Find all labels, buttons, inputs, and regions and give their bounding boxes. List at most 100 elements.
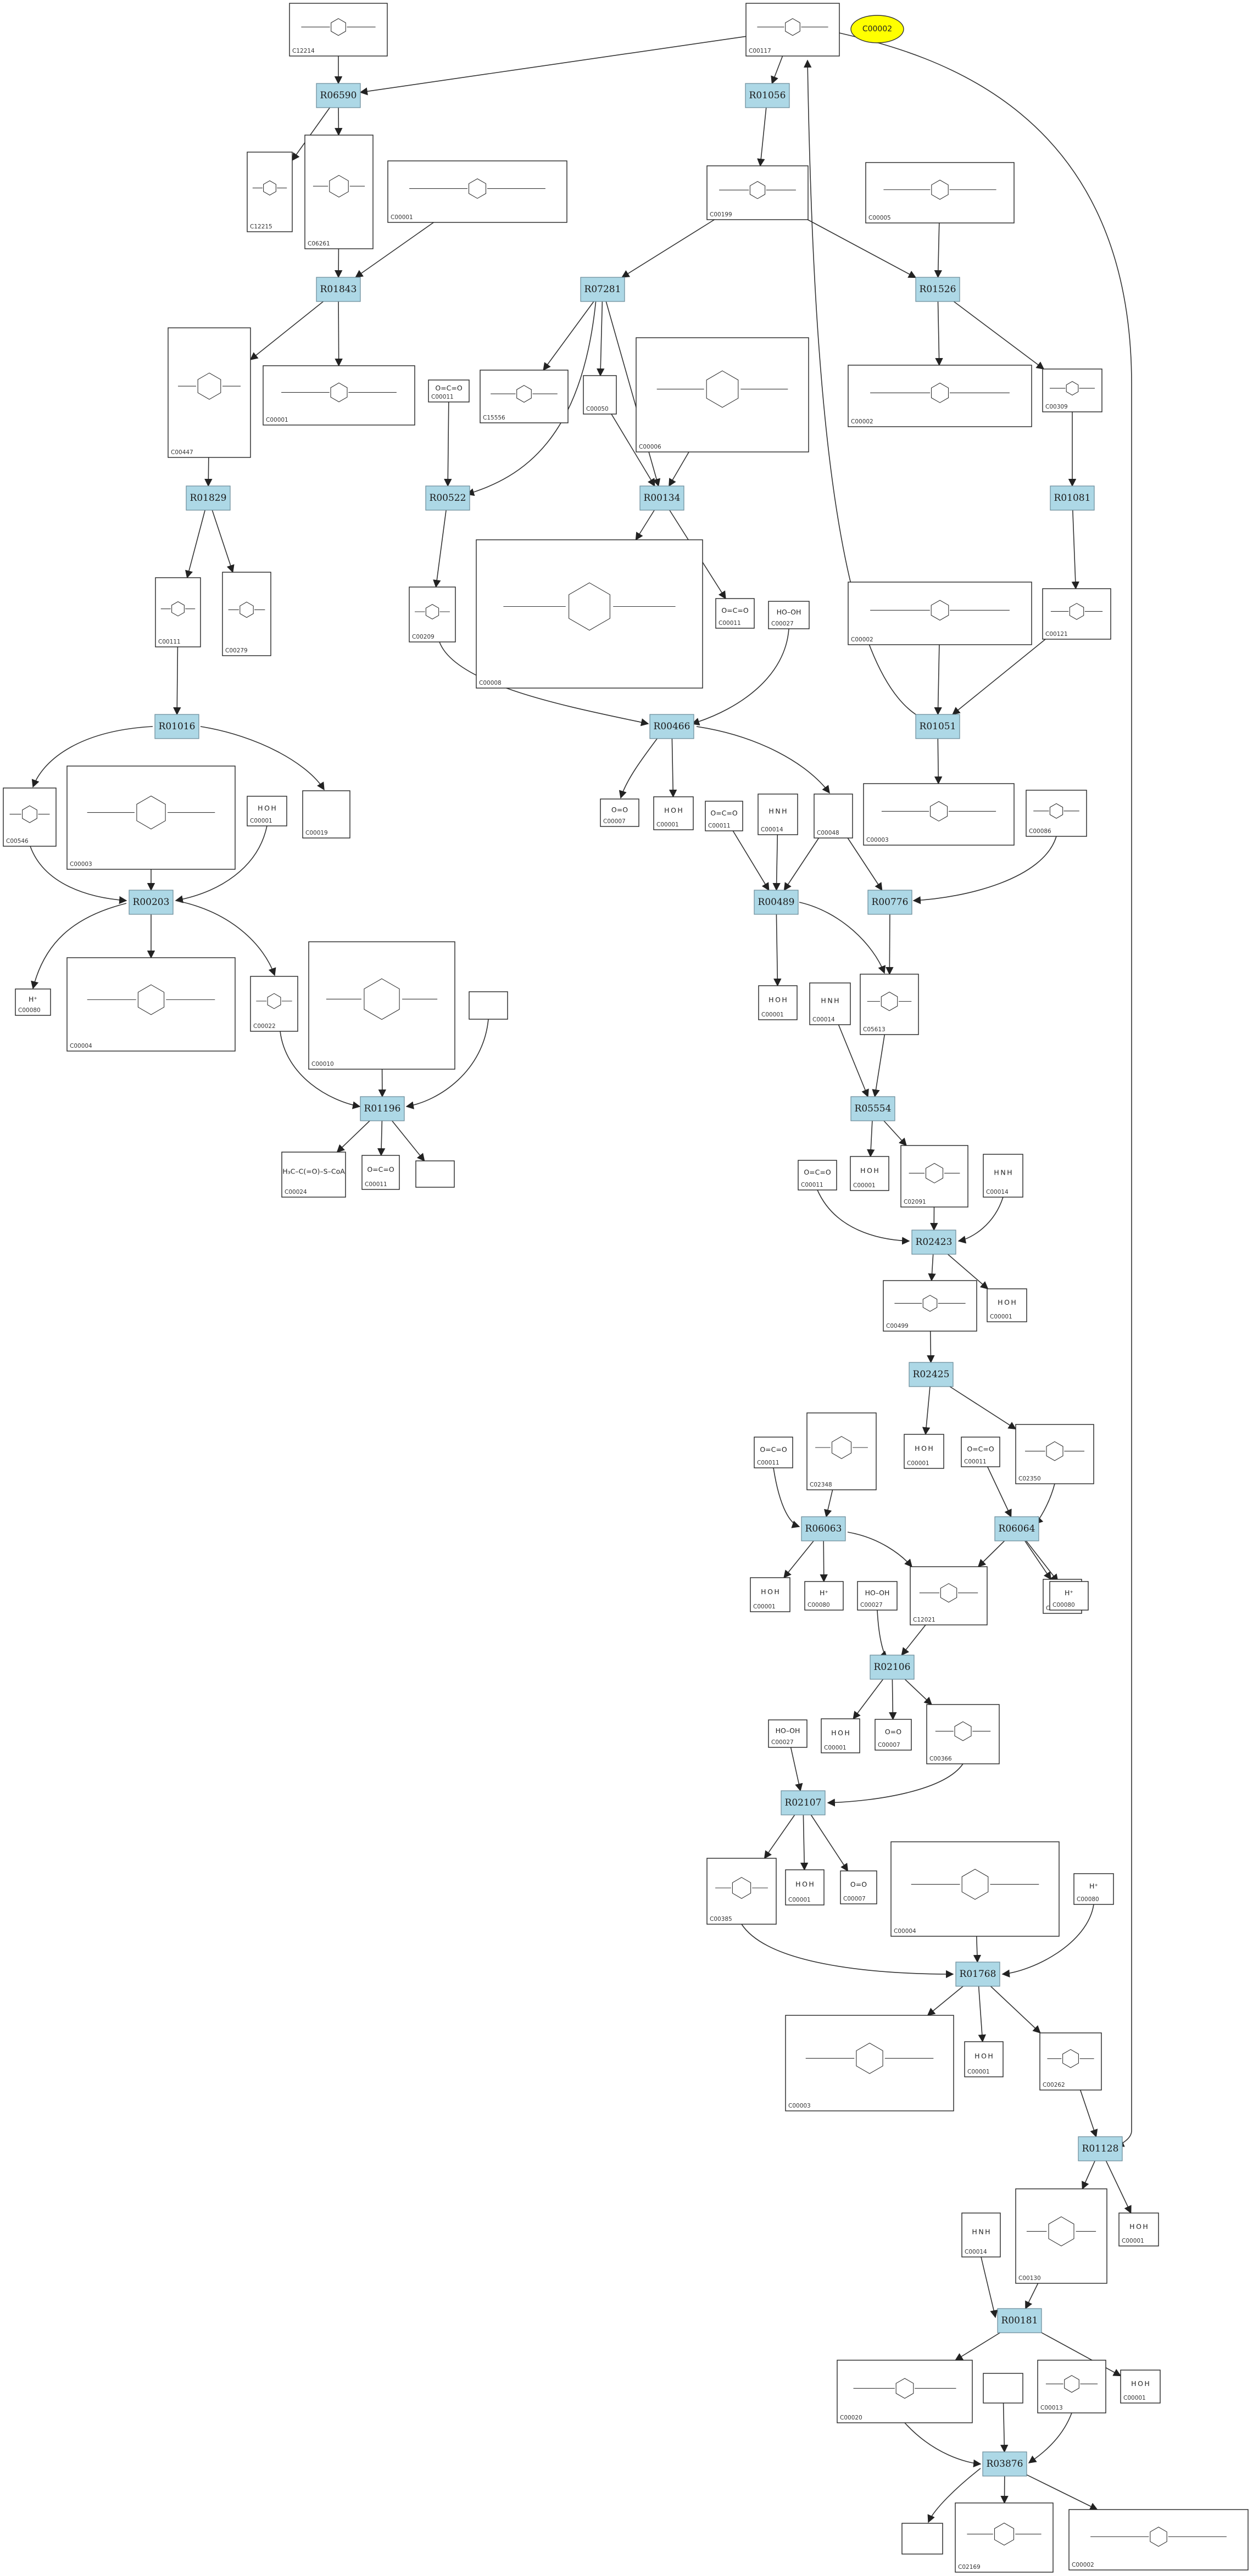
compound-C12214[interactable]: C12214 xyxy=(289,3,388,57)
compound-C00199[interactable]: C00199 xyxy=(706,165,809,220)
reaction-R05554[interactable]: R05554 xyxy=(850,1096,895,1121)
reaction-R01016[interactable]: R01016 xyxy=(154,714,199,739)
reaction-R00522[interactable]: R00522 xyxy=(425,485,470,511)
reaction-R01526[interactable]: R01526 xyxy=(915,277,960,302)
reaction-R01128[interactable]: R01128 xyxy=(1078,2136,1123,2161)
compound-C06261[interactable]: C06261 xyxy=(304,135,374,249)
compound-C00309[interactable]: C00309 xyxy=(1042,368,1102,412)
reaction-R01768[interactable]: R01768 xyxy=(955,1962,1000,1987)
compound-C02348[interactable]: C02348 xyxy=(806,1412,877,1490)
reaction-R03876[interactable]: R03876 xyxy=(982,2451,1027,2477)
compound-C00121[interactable]: C00121 xyxy=(1042,588,1111,640)
compound-C00209[interactable]: C00209 xyxy=(409,586,456,642)
compound-C00004[interactable]: C00004 xyxy=(66,957,236,1052)
compound-C00003[interactable]: C00003 xyxy=(66,765,236,870)
reaction-R02106[interactable]: R02106 xyxy=(870,1655,915,1680)
reaction-R07281[interactable]: R07281 xyxy=(580,277,625,302)
compound-C00010[interactable]: C00010 xyxy=(308,941,455,1070)
start-node-C00002[interactable]: C00002 xyxy=(850,15,904,43)
reaction-R00776[interactable]: R00776 xyxy=(867,890,912,915)
compound-blank[interactable] xyxy=(415,1160,455,1188)
reaction-R01196[interactable]: R01196 xyxy=(360,1096,405,1121)
reaction-R01081[interactable]: R01081 xyxy=(1050,485,1095,511)
reaction-R02107[interactable]: R02107 xyxy=(781,1790,826,1815)
compound-C00002[interactable]: C00002 xyxy=(848,365,1032,427)
compound-C00003[interactable]: C00003 xyxy=(785,2015,954,2111)
compound-C00019[interactable]: C00019 xyxy=(302,790,350,839)
compound-blank[interactable] xyxy=(901,2523,943,2555)
compound-C00111[interactable]: C00111 xyxy=(155,577,201,647)
reaction-R00134[interactable]: R00134 xyxy=(639,485,684,511)
compound-C00086[interactable]: C00086 xyxy=(1026,790,1087,837)
compound-C00001[interactable]: C00001 xyxy=(263,365,415,426)
compound-C00004[interactable]: C00004 xyxy=(890,1841,1060,1937)
compound-C00366[interactable]: C00366 xyxy=(926,1704,1000,1764)
reaction-R01829[interactable]: R01829 xyxy=(186,485,231,511)
compound-C00546[interactable]: C00546 xyxy=(3,787,57,847)
compound-C00020[interactable]: C00020 xyxy=(837,2360,973,2423)
compound-C00130[interactable]: C00130 xyxy=(1015,2188,1107,2284)
compound-C00022[interactable]: C00022 xyxy=(250,976,298,1032)
reaction-R06064[interactable]: R06064 xyxy=(994,1516,1039,1541)
reaction-R00181[interactable]: R00181 xyxy=(997,2308,1042,2333)
reaction-R02425[interactable]: R02425 xyxy=(909,1362,954,1387)
reaction-R02423[interactable]: R02423 xyxy=(911,1230,956,1255)
reaction-R00466[interactable]: R00466 xyxy=(649,714,694,739)
reaction-R06590[interactable]: R06590 xyxy=(316,83,361,108)
compound-C00002[interactable]: C00002 xyxy=(848,582,1032,645)
compound-C00080[interactable]: H⁺C00080 xyxy=(804,1581,844,1611)
compound-C00080[interactable]: H⁺C00080 xyxy=(1049,1581,1089,1611)
compound-C12215[interactable]: C12215 xyxy=(247,152,293,232)
reaction-R01056[interactable]: R01056 xyxy=(745,83,790,108)
compound-C00003[interactable]: C00003 xyxy=(863,783,1015,846)
compound-C00006[interactable]: C00006 xyxy=(636,337,809,452)
compound-C00279[interactable]: C00279 xyxy=(222,572,271,656)
reaction-R06063[interactable]: R06063 xyxy=(801,1516,846,1541)
compound-C12021[interactable]: C12021 xyxy=(910,1566,988,1625)
compound-blank[interactable] xyxy=(469,991,508,1020)
reaction-R00203[interactable]: R00203 xyxy=(129,890,174,915)
compound-C00005[interactable]: C00005 xyxy=(865,162,1015,223)
compound-C00117[interactable]: C00117 xyxy=(745,3,840,57)
compound-C00001[interactable]: C00001 xyxy=(387,160,567,223)
compound-C02169[interactable]: C02169 xyxy=(955,2502,1054,2573)
compound-C05613[interactable]: C05613 xyxy=(860,974,919,1035)
reaction-R01051[interactable]: R01051 xyxy=(915,714,960,739)
compound-C02091[interactable]: C02091 xyxy=(900,1145,968,1208)
reaction-R00489[interactable]: R00489 xyxy=(754,890,799,915)
compound-C00080[interactable]: H⁺C00080 xyxy=(15,988,51,1016)
compound-C00385[interactable]: C00385 xyxy=(706,1858,777,1925)
compound-C00008[interactable]: C00008 xyxy=(476,539,703,689)
compound-C00002[interactable]: C00002 xyxy=(1068,2509,1249,2571)
compound-C00048[interactable]: C00048 xyxy=(814,794,853,839)
compound-C00262[interactable]: C00262 xyxy=(1039,2032,1102,2091)
compound-C00013[interactable]: C00013 xyxy=(1037,2360,1106,2413)
compound-C00499[interactable]: C00499 xyxy=(883,1280,977,1332)
